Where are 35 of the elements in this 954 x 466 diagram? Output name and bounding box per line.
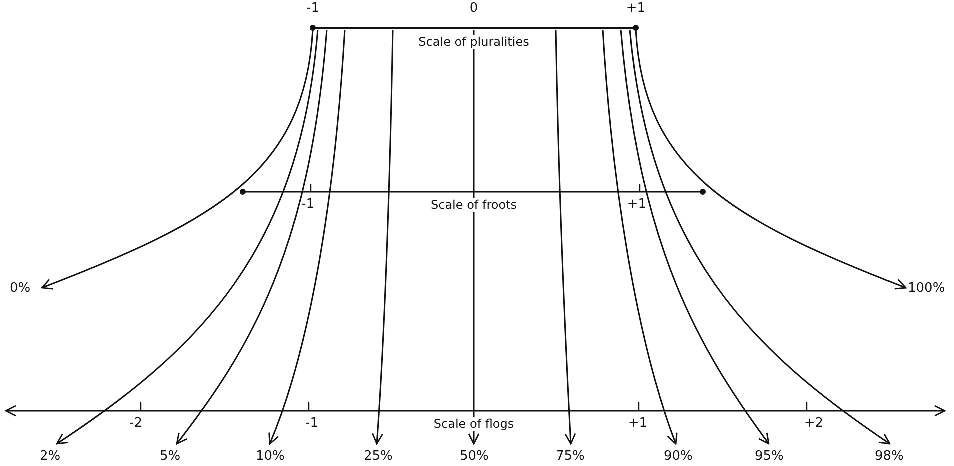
arrow: [555, 30, 576, 445]
percent-label: 100%: [908, 281, 946, 296]
tick-label: +1: [625, 2, 647, 16]
arrow: [56, 30, 319, 445]
tick-label: -1: [300, 198, 316, 212]
percent-label: 0%: [10, 281, 31, 296]
arrow: [268, 30, 346, 445]
tick-label: +2: [803, 417, 825, 431]
arrow: [468, 30, 480, 445]
percent-label: 90%: [664, 449, 693, 464]
scale-title: Scale of froots: [430, 198, 518, 212]
scale-title: Scale of flogs: [432, 417, 516, 431]
tick-label: -1: [306, 2, 320, 16]
percent-label: 25%: [364, 449, 393, 464]
tick-label: 0: [468, 2, 480, 16]
arrow: [176, 30, 328, 445]
percent-label: 50%: [460, 449, 489, 464]
tick-label: -2: [128, 417, 144, 431]
percent-label: 2%: [40, 449, 61, 464]
arrow: [629, 30, 891, 445]
percent-label: 75%: [556, 449, 585, 464]
percent-label: 98%: [875, 449, 904, 464]
percent-label: 10%: [256, 449, 285, 464]
scale-title: Scale of pluralities: [418, 35, 530, 49]
arrow: [635, 30, 907, 290]
arrow: [372, 30, 394, 445]
tick-label: -1: [304, 417, 320, 431]
scale-line: [313, 27, 636, 29]
arrow: [620, 30, 770, 445]
arrow: [41, 30, 314, 290]
percent-label: 95%: [755, 449, 784, 464]
percent-label: 5%: [160, 449, 181, 464]
tick-label: +1: [626, 198, 648, 212]
arrow: [602, 30, 678, 445]
tick-label: +1: [627, 417, 649, 431]
